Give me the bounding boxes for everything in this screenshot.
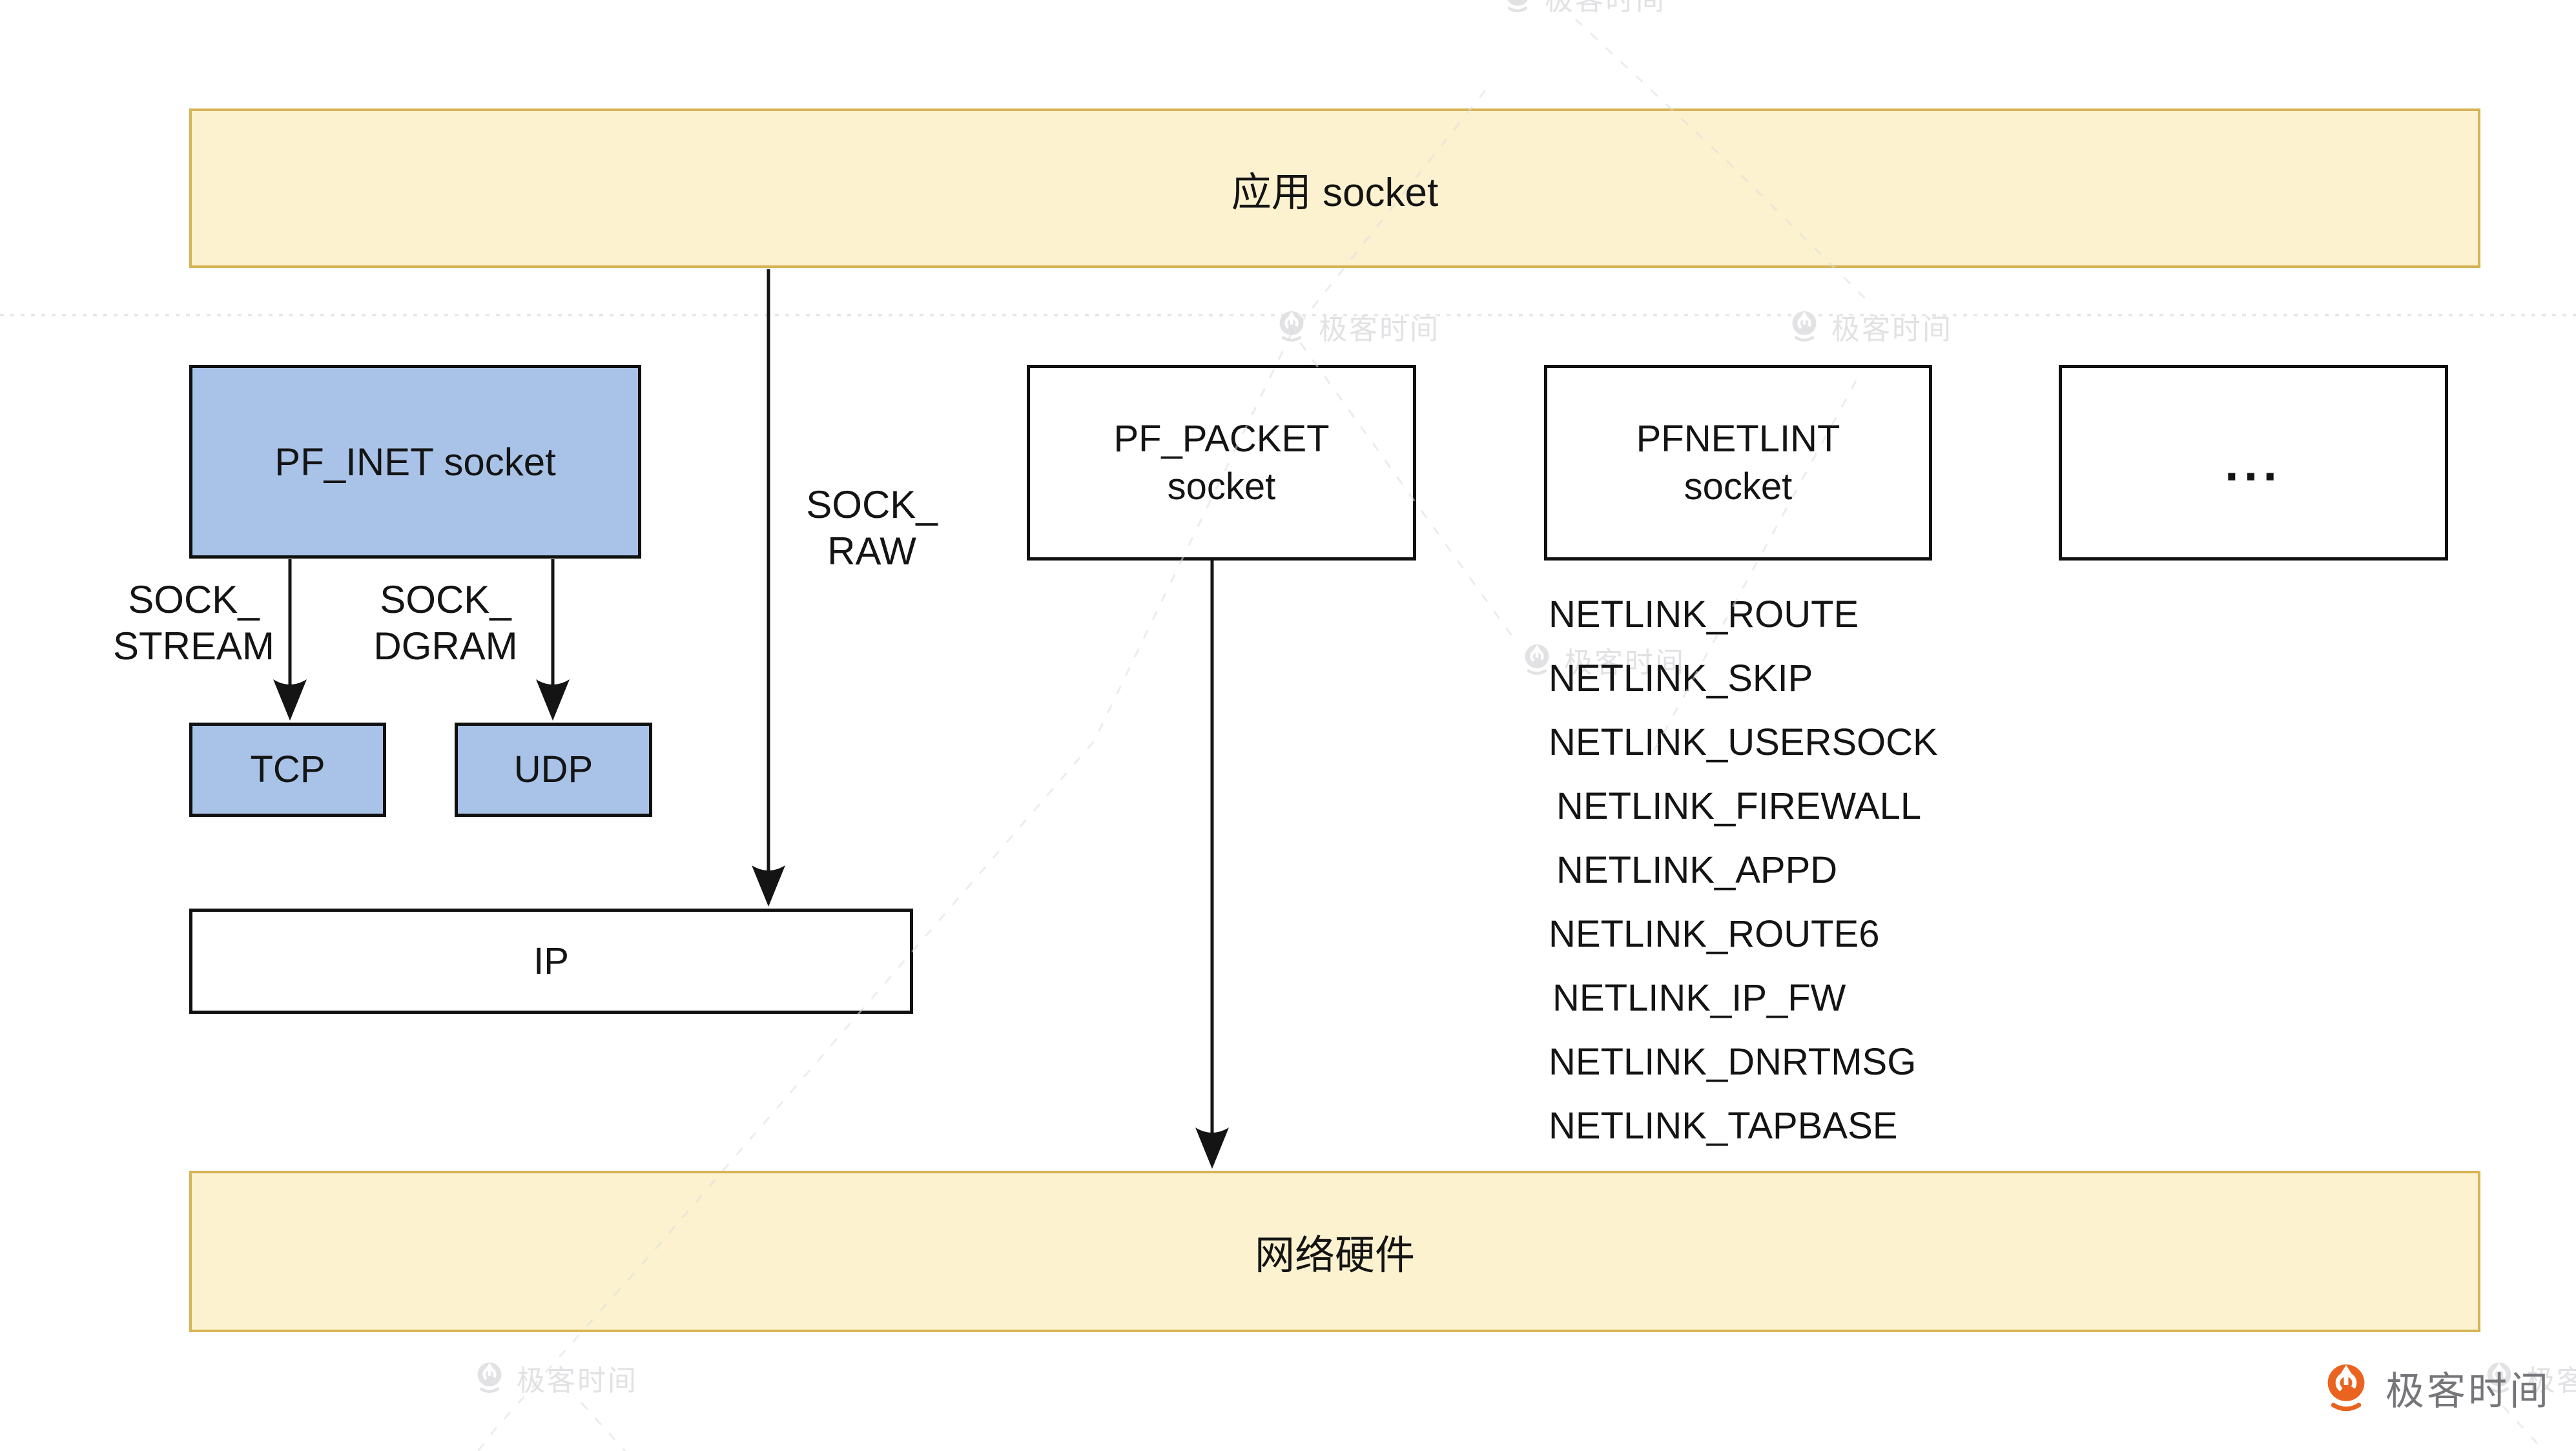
watermark-bottom-left: 极客时间 <box>471 1357 638 1399</box>
netlink-item: NETLINK_APPD <box>1556 849 1838 891</box>
netlink-item: NETLINK_ROUTE6 <box>1549 913 1880 955</box>
pf-inet-socket-box: PF_INET socket <box>189 365 641 559</box>
geektime-watermark-icon <box>1786 309 1822 345</box>
arrow-sock-raw <box>752 269 785 907</box>
pf-packet-socket-label-line2: socket <box>1167 465 1276 508</box>
netlink-item: NETLINK_TAPBASE <box>1549 1105 1898 1147</box>
geektime-brand: 极客时间 <box>2318 1360 2551 1416</box>
pf-packet-socket-label-line1: PF_PACKET <box>1113 417 1330 460</box>
pf-packet-socket-box: PF_PACKET socket <box>1027 365 1416 561</box>
netlink-item: NETLINK_FIREWALL <box>1556 785 1922 827</box>
watermark-text: 极客时间 <box>1319 314 1440 345</box>
network-hardware-box: 网络硬件 <box>189 1171 2480 1332</box>
watermark-mid-right: 极客时间 <box>1786 306 1953 347</box>
other-socket-families-box: ... <box>2059 365 2448 561</box>
netlink-item: NETLINK_SKIP <box>1549 657 1813 699</box>
geektime-brand-text: 极客时间 <box>2385 1370 2551 1413</box>
watermark-text: 极客时间 <box>2526 1365 2576 1397</box>
watermark-text: 极客时间 <box>1545 0 1666 16</box>
netlink-item: NETLINK_USERSOCK <box>1549 721 1938 763</box>
arrow-pf-packet-to-hardware <box>1195 561 1229 1169</box>
udp-label: UDP <box>513 748 593 790</box>
netlink-item: NETLINK_ROUTE <box>1549 593 1859 635</box>
network-hardware-label: 网络硬件 <box>1254 1233 1415 1278</box>
geektime-watermark-icon <box>1273 309 1310 345</box>
geektime-watermark-icon <box>1499 0 1536 15</box>
watermark-text: 极客时间 <box>1831 314 1953 345</box>
netlink-protocol-list: NETLINK_ROUTE NETLINK_SKIP NETLINK_USERS… <box>1549 582 1938 1158</box>
pf-netlink-socket-label-line1: PFNETLINT <box>1636 417 1840 460</box>
netlink-item: NETLINK_IP_FW <box>1552 977 1846 1019</box>
ip-box: IP <box>189 909 913 1014</box>
sock-dgram-label: SOCK_ DGRAM <box>373 578 518 668</box>
ip-label: IP <box>533 940 569 982</box>
pf-netlink-socket-box: PFNETLINT socket <box>1544 365 1932 561</box>
pf-inet-socket-label: PF_INET socket <box>274 440 556 484</box>
tcp-label: TCP <box>250 748 325 790</box>
geektime-logo-icon <box>2318 1361 2374 1416</box>
pf-netlink-socket-label-line2: socket <box>1684 465 1793 508</box>
sock-raw-label: SOCK_ RAW <box>806 483 938 573</box>
sock-stream-label: SOCK_ STREAM <box>112 578 275 668</box>
udp-box: UDP <box>455 723 652 817</box>
ellipsis-label: ... <box>2224 434 2282 491</box>
watermark-top-center: 极客时间 <box>1499 0 1666 18</box>
geektime-watermark-icon <box>471 1360 508 1396</box>
netlink-item: NETLINK_DNRTMSG <box>1549 1041 1917 1083</box>
watermark-bottom-right-edge: 极客时间 <box>2481 1357 2576 1399</box>
app-socket-box: 应用 socket <box>189 108 2480 268</box>
app-socket-label: 应用 socket <box>1231 170 1439 215</box>
watermark-mid-left: 极客时间 <box>1273 306 1440 347</box>
tcp-box: TCP <box>189 723 386 817</box>
watermark-text: 极客时间 <box>517 1365 638 1397</box>
